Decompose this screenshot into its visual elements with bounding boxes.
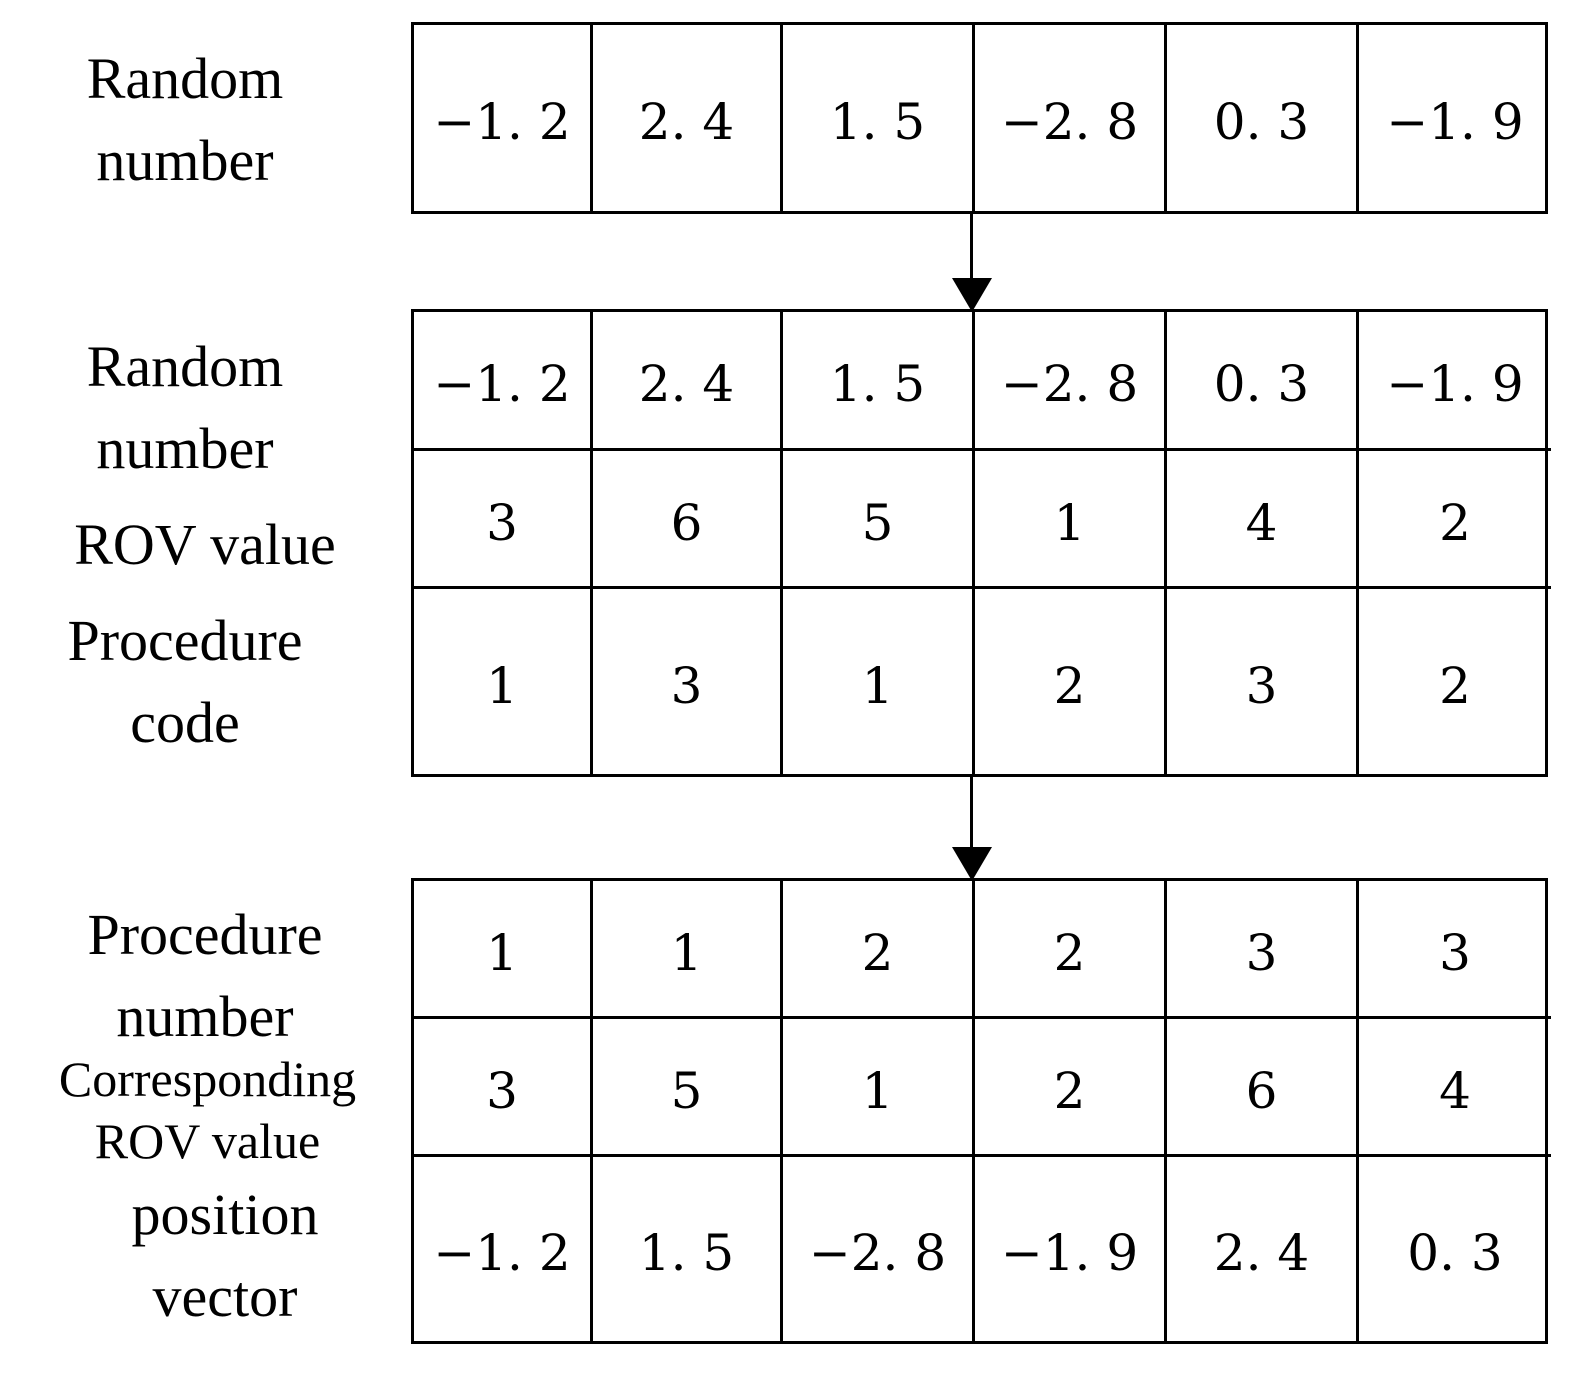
table-cell: 4 (1167, 451, 1359, 589)
table-cell: 2 (1439, 656, 1471, 715)
table-cell: 2 (1359, 451, 1551, 589)
table-cell: −2. 8 (975, 312, 1167, 451)
table-cell: 0. 3 (1407, 1224, 1503, 1282)
table-cell: 5 (593, 1019, 783, 1157)
table-cell: 2. 4 (1167, 1157, 1359, 1341)
table-cell: 0. 3 (1167, 312, 1359, 451)
table-cell: 2 (975, 1019, 1167, 1157)
arrow-down-2-line (970, 775, 973, 851)
table-cell: 4 (1359, 1019, 1551, 1157)
label-procedure-number: Procedure number (87, 902, 323, 1049)
table-cell: 0. 3 (1167, 25, 1359, 211)
table-cell: 3 (593, 589, 783, 774)
table-cell: 6 (593, 451, 783, 589)
table-cell: 2 (975, 881, 1167, 1019)
label-procedure-code: Procedure code (67, 608, 303, 755)
arrow-down-2-icon (952, 847, 992, 881)
table-cell: 2 (975, 589, 1167, 774)
table-cell: 3 (1359, 881, 1551, 1019)
table-cell: −1. 2 (414, 25, 593, 211)
table-cell: −2. 8 (783, 1157, 975, 1341)
table-cell: 3 (414, 451, 593, 589)
table-cell: 2 (783, 881, 975, 1019)
table-cell: 6 (1167, 1019, 1359, 1157)
table-cell: −1. 9 (975, 1157, 1167, 1341)
table-cell: 3 (1167, 881, 1359, 1019)
table-cell: −1. 9 (1359, 312, 1551, 451)
table-cell: 1 (783, 589, 975, 774)
arrow-down-1-icon (952, 278, 992, 312)
label-random-number-1: Random number (86, 46, 284, 193)
table-cell: 1 (783, 1019, 975, 1157)
table-cell: 1. 5 (783, 25, 975, 211)
label-position-vector: position vector (131, 1182, 319, 1329)
label-random-number-2: Random number (86, 334, 284, 481)
table-cell: 1 (975, 451, 1167, 589)
table-cell: 1. 5 (783, 312, 975, 451)
arrow-down-1-line (970, 212, 973, 282)
table-cell: −2. 8 (975, 25, 1167, 211)
table-cell: 3 (1167, 589, 1359, 774)
table-cell: 1 (593, 881, 783, 1019)
table-cell: 1 (414, 881, 593, 1019)
table-cell: 5 (783, 451, 975, 589)
table-cell: −1. 9 (1386, 93, 1524, 151)
label-rov-value: ROV value (74, 512, 336, 577)
table-cell: −1. 2 (414, 312, 593, 451)
table-cell: 2. 4 (593, 312, 783, 451)
table-cell: 2. 4 (593, 25, 783, 211)
table-cell: −1. 2 (414, 1157, 593, 1341)
label-corresponding-rov-value: Corresponding ROV value (58, 1051, 357, 1169)
table-cell: 1. 5 (593, 1157, 783, 1341)
table-cell: 3 (414, 1019, 593, 1157)
table-cell: 1 (414, 589, 593, 774)
